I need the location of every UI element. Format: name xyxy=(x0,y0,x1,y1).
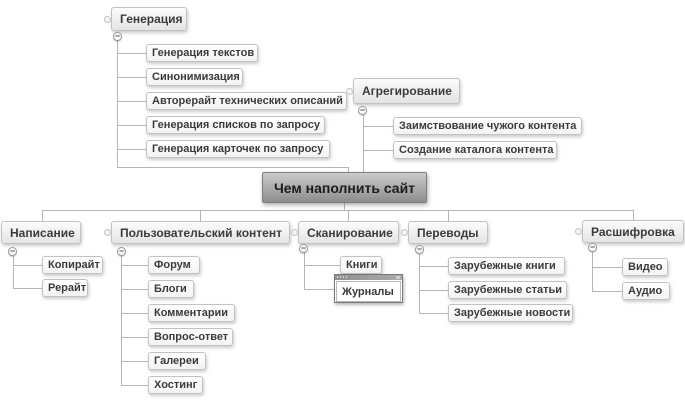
collapse-button-translations[interactable]: − xyxy=(415,244,424,254)
node-generation[interactable]: Генерация xyxy=(111,7,187,31)
node-translations-child[interactable]: Зарубежные статьи xyxy=(448,281,567,299)
connector-line xyxy=(419,313,448,314)
connector-line xyxy=(419,254,420,313)
drag-dots-icon xyxy=(337,276,347,278)
node-generation-child[interactable]: Генерация текстов xyxy=(146,44,258,62)
connector-line xyxy=(348,167,349,172)
connector-line xyxy=(117,77,146,78)
connector-handle-scanning xyxy=(291,229,298,236)
node-aggregation-child[interactable]: Заимствование чужого контента xyxy=(393,117,582,135)
node-aggregation[interactable]: Агрегирование xyxy=(353,78,460,104)
node-scanning-child-selected[interactable]: Журналы xyxy=(334,274,403,303)
selected-node-label: Журналы xyxy=(336,281,401,302)
connector-line xyxy=(13,288,42,289)
collapse-button-user-content[interactable]: − xyxy=(117,246,126,256)
collapse-button-writing[interactable]: − xyxy=(8,246,17,256)
connector-line xyxy=(13,255,14,288)
connector-line xyxy=(117,40,118,167)
node-generation-child[interactable]: Генерация карточек по запросу xyxy=(146,140,330,158)
connector-handle-generation xyxy=(104,16,111,23)
node-scanning-child[interactable]: Книги xyxy=(340,256,382,274)
node-generation-child[interactable]: Авторерайт технических описаний xyxy=(146,92,347,110)
node-translations-child[interactable]: Зарубежные книги xyxy=(448,257,565,275)
collapse-button-scanning[interactable]: − xyxy=(299,243,308,253)
connector-line xyxy=(42,210,43,221)
connector-line xyxy=(117,53,146,54)
node-central-topic[interactable]: Чем наполнить сайт xyxy=(262,172,427,203)
node-user-content-child[interactable]: Блоги xyxy=(148,280,194,298)
close-icon[interactable] xyxy=(396,276,400,279)
node-transcription[interactable]: Расшифровка xyxy=(582,220,684,243)
connector-handle-transcription xyxy=(575,228,582,235)
connector-line xyxy=(121,361,148,362)
connector-line xyxy=(117,149,146,150)
connector-line xyxy=(592,291,622,292)
selection-titlebar[interactable] xyxy=(335,275,402,280)
connector-line xyxy=(344,203,345,210)
connector-line xyxy=(121,337,148,338)
node-transcription-child[interactable]: Видео xyxy=(622,258,668,276)
node-user-content-child[interactable]: Вопрос-ответ xyxy=(148,328,233,346)
connector-line xyxy=(13,265,42,266)
node-writing-child[interactable]: Копирайт xyxy=(42,256,103,274)
node-writing-child[interactable]: Рерайт xyxy=(42,279,88,297)
connector-line xyxy=(363,150,393,151)
node-generation-child[interactable]: Генерация списков по запросу xyxy=(146,116,325,134)
connector-line xyxy=(42,210,634,211)
connector-line xyxy=(121,265,148,266)
connector-line xyxy=(363,114,364,172)
connector-handle-user-content xyxy=(104,229,111,236)
connector-line xyxy=(304,289,334,290)
connector-line xyxy=(448,210,449,221)
node-generation-child[interactable]: Синонимизация xyxy=(146,68,243,86)
collapse-button-generation[interactable]: − xyxy=(113,31,122,41)
node-user-content-child[interactable]: Галереи xyxy=(148,352,206,370)
connector-line xyxy=(592,252,593,291)
node-transcription-child[interactable]: Аудио xyxy=(622,282,670,300)
collapse-button-transcription[interactable]: − xyxy=(588,242,597,252)
connector-line xyxy=(419,290,448,291)
connector-line xyxy=(121,385,148,386)
connector-line xyxy=(363,126,393,127)
connector-line xyxy=(121,289,148,290)
node-user-content[interactable]: Пользовательский контент xyxy=(111,221,290,244)
node-user-content-child[interactable]: Форум xyxy=(148,256,200,274)
connector-line xyxy=(121,255,122,385)
node-user-content-child[interactable]: Хостинг xyxy=(148,376,203,394)
connector-handle-aggregation xyxy=(346,88,353,95)
connector-line xyxy=(117,125,146,126)
connector-line xyxy=(633,210,634,220)
node-translations-child[interactable]: Зарубежные новости xyxy=(448,304,573,322)
connector-line xyxy=(121,313,148,314)
connector-line xyxy=(348,210,349,221)
connector-line xyxy=(304,252,305,289)
connector-line xyxy=(419,266,448,267)
node-scanning[interactable]: Сканирование xyxy=(298,221,399,244)
connector-line xyxy=(117,167,349,168)
connector-line xyxy=(592,267,622,268)
connector-line xyxy=(304,265,340,266)
connector-line xyxy=(200,210,201,221)
node-aggregation-child[interactable]: Создание каталога контента xyxy=(393,141,557,159)
node-translations[interactable]: Переводы xyxy=(408,221,488,244)
collapse-button-aggregation[interactable]: − xyxy=(358,105,367,115)
node-writing[interactable]: Написание xyxy=(1,221,81,244)
connector-handle-translations xyxy=(401,229,408,236)
connector-line xyxy=(117,101,146,102)
node-user-content-child[interactable]: Комментарии xyxy=(148,304,235,322)
